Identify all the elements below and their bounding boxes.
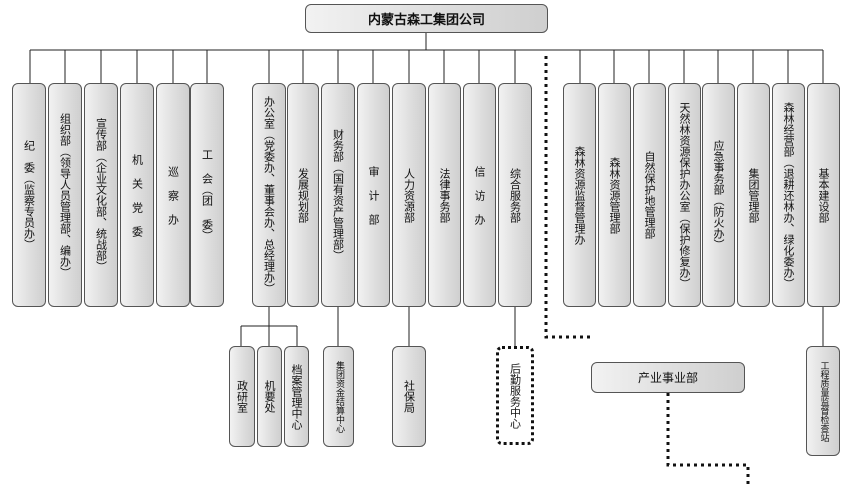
dept-box: 应急事务部（防火办）	[702, 83, 735, 307]
sub-unit-box: 社保局	[392, 346, 426, 447]
dept-box: 纪 委（监察专员办）	[12, 83, 46, 307]
dept-box: 巡 察 办	[156, 83, 190, 307]
sub-unit-label: 后勤服务中心	[508, 362, 522, 429]
dept-label: 宣传部（企业文化部、统战部）	[94, 118, 108, 272]
dept-box: 综合服务部	[498, 83, 532, 307]
dept-label: 基本建设部	[817, 167, 830, 223]
dept-box: 森林资源管理部	[598, 83, 631, 307]
dept-box: 办公室（党委办、董事会办、总经理办）	[252, 83, 286, 307]
sub-unit-box: 集团资金结算中心	[323, 346, 354, 447]
sub-unit-label: 政研室	[235, 380, 249, 413]
sub-unit-box: 档案管理中心	[284, 346, 309, 447]
dept-label: 机 关 党 委	[130, 153, 144, 237]
dept-label: 森林资源监督管理办	[573, 145, 586, 245]
dept-label: 法律事务部	[438, 167, 451, 223]
dept-label: 巡 察 办	[166, 165, 180, 225]
dept-label: 组织部（领导人员管理部、编办）	[58, 112, 72, 278]
sub-unit-box: 机要处	[257, 346, 282, 447]
dept-box: 审 计 部	[357, 83, 390, 307]
dept-label: 集团管理部	[747, 167, 760, 223]
dept-label: 工 会（团 委）	[200, 149, 214, 241]
dept-box: 机 关 党 委	[120, 83, 154, 307]
dept-box: 森林经营部（退耕还林办、绿化委办）	[772, 83, 805, 307]
dept-box: 人力资源部	[392, 83, 426, 307]
dept-box: 信 访 办	[463, 83, 496, 307]
industry-division-label: 产业事业部	[637, 371, 698, 385]
dept-label: 纪 委（监察专员办）	[22, 140, 36, 250]
dept-label: 审 计 部	[367, 165, 380, 225]
dept-box: 天然林资源保护办公室（保护修复办）	[668, 83, 701, 307]
dept-box: 宣传部（企业文化部、统战部）	[84, 83, 118, 307]
industry-division-box: 产业事业部	[591, 362, 745, 393]
dept-box: 财务部（国有资产管理部）	[321, 83, 355, 307]
sub-unit-label: 机要处	[263, 380, 276, 413]
dept-label: 森林资源管理部	[608, 156, 621, 234]
dept-box: 自然保护地管理部	[633, 83, 666, 307]
sub-unit-box: 工程质量监督检查站	[806, 346, 840, 456]
dept-box: 森林资源监督管理办	[563, 83, 596, 307]
dept-label: 综合服务部	[508, 167, 522, 223]
dept-label: 天然林资源保护办公室（保护修复办）	[678, 101, 691, 289]
root-company-box: 内蒙古森工集团公司	[305, 4, 548, 33]
dept-label: 应急事务部（防火办）	[712, 140, 725, 250]
sub-unit-label: 档案管理中心	[290, 363, 303, 430]
sub-unit-box-dotted: 后勤服务中心	[496, 346, 534, 445]
root-company-label: 内蒙古森工集团公司	[367, 13, 485, 28]
sub-unit-label: 社保局	[402, 380, 416, 413]
dept-box: 工 会（团 委）	[190, 83, 224, 307]
sub-unit-box: 政研室	[229, 346, 255, 447]
dept-label: 人力资源部	[402, 167, 416, 223]
dept-box: 组织部（领导人员管理部、编办）	[48, 83, 82, 307]
dept-label: 财务部（国有资产管理部）	[331, 129, 345, 261]
sub-unit-label: 工程质量监督检查站	[818, 360, 829, 442]
dept-label: 自然保护地管理部	[643, 151, 656, 239]
dept-box: 集团管理部	[737, 83, 770, 307]
dept-label: 发展规划部	[296, 167, 310, 223]
dept-box: 基本建设部	[807, 83, 840, 307]
dept-box: 发展规划部	[287, 83, 319, 307]
dept-box: 法律事务部	[428, 83, 461, 307]
dept-label: 办公室（党委办、董事会办、总经理办）	[262, 96, 276, 294]
dept-label: 森林经营部（退耕还林办、绿化委办）	[782, 101, 795, 289]
dept-label: 信 访 办	[473, 165, 486, 225]
sub-unit-label: 集团资金结算中心	[334, 360, 344, 433]
